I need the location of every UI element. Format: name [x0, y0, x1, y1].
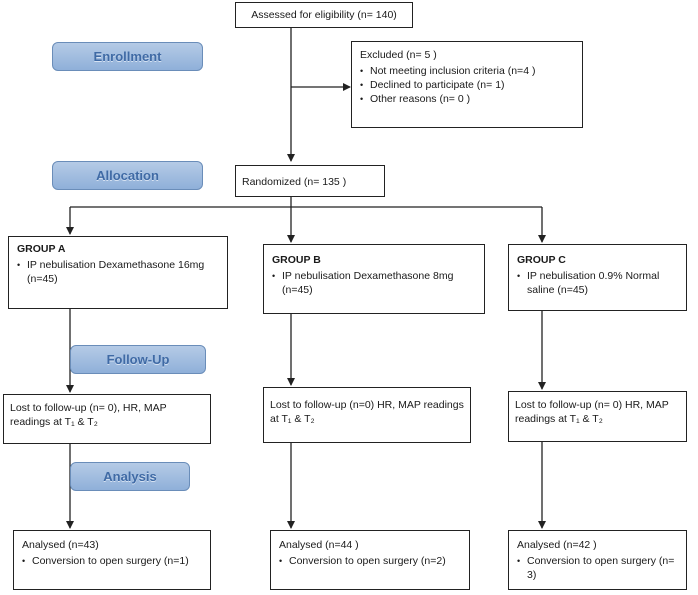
randomized-text: Randomized (n= 135 ): [242, 176, 347, 188]
group-c-intervention: IP nebulisation 0.9% Normal saline (n=45…: [517, 269, 678, 297]
group-b-followup-box: Lost to follow-up (n=0) HR, MAP readings…: [263, 387, 471, 443]
group-c-conversion: Conversion to open surgery (n= 3): [517, 554, 678, 582]
stage-follow-up: Follow-Up: [70, 345, 206, 374]
stage-allocation: Allocation: [52, 161, 203, 190]
stage-analysis: Analysis: [70, 462, 190, 491]
excluded-list: Not meeting inclusion criteria (n=4 ) De…: [360, 64, 574, 106]
excluded-item: Declined to participate (n= 1): [360, 78, 574, 92]
assessed-box: Assessed for eligibility (n= 140): [235, 2, 413, 28]
group-b-box: GROUP B IP nebulisation Dexamethasone 8m…: [263, 244, 485, 314]
group-b-analysis-list: Conversion to open surgery (n=2): [279, 554, 461, 568]
group-b-list: IP nebulisation Dexamethasone 8mg (n=45): [272, 269, 476, 297]
excluded-box: Excluded (n= 5 ) Not meeting inclusion c…: [351, 41, 583, 128]
group-c-box: GROUP C IP nebulisation 0.9% Normal sali…: [508, 244, 687, 311]
group-a-followup-text: Lost to follow-up (n= 0), HR, MAP readin…: [10, 402, 167, 428]
randomized-box: Randomized (n= 135 ): [235, 165, 385, 197]
group-b-analysis-box: Analysed (n=44 ) Conversion to open surg…: [270, 530, 470, 590]
group-a-followup-box: Lost to follow-up (n= 0), HR, MAP readin…: [3, 394, 211, 444]
stage-enrollment-label: Enrollment: [93, 49, 162, 64]
group-b-conversion: Conversion to open surgery (n=2): [279, 554, 461, 568]
excluded-item: Not meeting inclusion criteria (n=4 ): [360, 64, 574, 78]
group-c-followup-box: Lost to follow-up (n= 0) HR, MAP reading…: [508, 391, 687, 442]
group-a-box: GROUP A IP nebulisation Dexamethasone 16…: [8, 236, 228, 309]
group-b-analysed: Analysed (n=44 ): [279, 539, 359, 551]
group-b-intervention: IP nebulisation Dexamethasone 8mg (n=45): [272, 269, 476, 297]
stage-analysis-label: Analysis: [103, 469, 157, 484]
group-a-analysis-list: Conversion to open surgery (n=1): [22, 554, 202, 568]
group-a-analysis-box: Analysed (n=43) Conversion to open surge…: [13, 530, 211, 590]
group-c-analysis-list: Conversion to open surgery (n= 3): [517, 554, 678, 582]
group-a-list: IP nebulisation Dexamethasone 16mg (n=45…: [17, 258, 219, 286]
group-a-analysed: Analysed (n=43): [22, 539, 99, 551]
assessed-text: Assessed for eligibility (n= 140): [251, 9, 397, 21]
group-c-list: IP nebulisation 0.9% Normal saline (n=45…: [517, 269, 678, 297]
group-c-followup-text: Lost to follow-up (n= 0) HR, MAP reading…: [515, 399, 669, 425]
excluded-title: Excluded (n= 5 ): [360, 49, 437, 61]
stage-follow-up-label: Follow-Up: [106, 352, 170, 367]
stage-allocation-label: Allocation: [96, 168, 159, 183]
group-a-title: GROUP A: [17, 243, 66, 255]
group-a-intervention: IP nebulisation Dexamethasone 16mg (n=45…: [17, 258, 219, 286]
group-a-conversion: Conversion to open surgery (n=1): [22, 554, 202, 568]
group-b-title: GROUP B: [272, 254, 321, 266]
group-c-analysed: Analysed (n=42 ): [517, 539, 597, 551]
group-b-followup-text: Lost to follow-up (n=0) HR, MAP readings…: [270, 399, 464, 425]
stage-enrollment: Enrollment: [52, 42, 203, 71]
group-c-title: GROUP C: [517, 254, 566, 266]
excluded-item: Other reasons (n= 0 ): [360, 92, 574, 106]
group-c-analysis-box: Analysed (n=42 ) Conversion to open surg…: [508, 530, 687, 590]
